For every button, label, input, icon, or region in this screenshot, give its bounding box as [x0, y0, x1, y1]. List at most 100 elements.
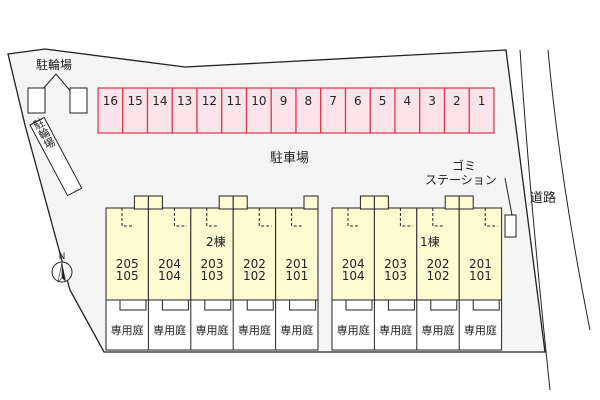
parking-space	[221, 87, 248, 134]
parking-space	[295, 87, 322, 134]
unit-entrance	[218, 195, 234, 210]
unit-balcony	[289, 299, 317, 311]
garbage-leader	[504, 177, 513, 216]
unit-number-upper: 203	[384, 257, 407, 271]
parking-space	[146, 87, 173, 134]
parking-row: 16 15 14 13 12 11 10 9 8 7 6 5 4 3 2 1	[97, 87, 495, 134]
private-garden-label: 専用庭	[111, 323, 144, 337]
parking-space-number: 1	[478, 94, 486, 108]
unit-number-lower: 103	[384, 269, 407, 283]
unit-number-lower: 102	[243, 269, 266, 283]
parking-space-number: 2	[453, 94, 461, 108]
unit	[190, 207, 234, 301]
parking-space-number: 11	[226, 94, 241, 108]
parking-space	[320, 87, 347, 134]
private-garden-label: 専用庭	[280, 323, 313, 337]
bicycle-parking-diagonal	[29, 116, 83, 197]
private-garden-label: 専用庭	[153, 323, 186, 337]
parking-space	[270, 87, 297, 134]
parking-space-number: 12	[202, 94, 217, 108]
parking-space	[245, 87, 272, 134]
parking-space-number: 13	[177, 94, 192, 108]
bicycle-rack-left	[27, 87, 46, 114]
unit-entrance	[147, 195, 163, 210]
parking-space-number: 15	[127, 94, 142, 108]
unit-balcony	[246, 299, 274, 311]
unit-number-upper: 205	[116, 257, 139, 271]
unit-number-upper: 204	[342, 257, 365, 271]
private-garden-label: 専用庭	[422, 323, 455, 337]
parking-space-number: 8	[305, 94, 313, 108]
unit-balcony	[345, 299, 373, 311]
unit-number-lower: 104	[158, 269, 181, 283]
unit-number-lower: 102	[427, 269, 450, 283]
private-garden-label: 専用庭	[196, 323, 229, 337]
unit	[416, 207, 460, 301]
parking-space-number: 16	[103, 94, 118, 108]
bicycle-parking-label: 駐輪場	[36, 57, 72, 72]
unit-balcony	[472, 299, 500, 311]
unit-balcony	[204, 299, 232, 311]
parking-space-number: 7	[329, 94, 337, 108]
road-edge-left	[519, 49, 551, 391]
parking-space	[122, 87, 149, 134]
unit	[331, 207, 375, 301]
unit	[275, 207, 319, 301]
unit	[458, 207, 503, 301]
private-garden-label: 専用庭	[337, 323, 370, 337]
unit-number-upper: 204	[158, 257, 181, 271]
unit	[147, 207, 192, 301]
unit-balcony	[387, 299, 415, 311]
parking-space-number: 5	[379, 94, 387, 108]
unit-number-lower: 104	[342, 269, 365, 283]
unit-number-upper: 203	[201, 257, 224, 271]
north-arrow-icon	[62, 262, 66, 282]
parking-space-number: 6	[354, 94, 362, 108]
parking-space-number: 10	[251, 94, 266, 108]
unit-number-upper: 201	[469, 257, 492, 271]
unit-entrance	[133, 195, 149, 210]
road-edge-right	[547, 49, 591, 331]
garbage-label-2: ステーション	[425, 173, 497, 187]
unit-number-lower: 101	[285, 269, 308, 283]
unit-number-upper: 202	[243, 257, 266, 271]
parking-space-number: 9	[280, 94, 288, 108]
parking-space	[344, 87, 371, 134]
building-name: 1棟	[420, 234, 440, 249]
unit-entrance	[232, 195, 248, 210]
unit-number-upper: 201	[285, 257, 308, 271]
garbage-label-1: ゴミ	[452, 158, 476, 173]
unit-number-lower: 101	[469, 269, 492, 283]
unit-entrance	[458, 195, 474, 210]
unit-balcony	[161, 299, 189, 311]
parking-space	[443, 87, 470, 134]
building-name: 2棟	[206, 234, 226, 249]
unit-entrance	[359, 195, 375, 210]
unit	[373, 207, 418, 301]
parking-space	[419, 87, 446, 134]
bicycle-rack-right	[69, 87, 88, 114]
parking-space-number: 14	[152, 94, 167, 108]
road-label: 道路	[530, 190, 556, 206]
unit-balcony	[430, 299, 458, 311]
north-label: N	[59, 252, 66, 262]
unit-number-lower: 105	[116, 269, 139, 283]
unit-number-lower: 103	[201, 269, 224, 283]
unit-entrance	[373, 195, 389, 210]
garbage-station	[504, 214, 517, 238]
unit-entrance	[303, 195, 319, 210]
north-arrow: N	[51, 252, 73, 283]
parking-space-number: 4	[404, 94, 412, 108]
private-garden-label: 専用庭	[238, 323, 271, 337]
unit-balcony	[119, 299, 147, 311]
parking-space-number: 3	[428, 94, 436, 108]
parking-space	[171, 87, 198, 134]
private-garden-label: 専用庭	[464, 323, 497, 337]
parking-lot-label: 駐車場	[270, 151, 309, 166]
unit	[105, 207, 149, 301]
unit	[232, 207, 277, 301]
unit-number-upper: 202	[427, 257, 450, 271]
buildings: 205105専用庭204104専用庭203103専用庭202102専用庭2011…	[105, 195, 503, 351]
private-garden-label: 専用庭	[379, 323, 412, 337]
